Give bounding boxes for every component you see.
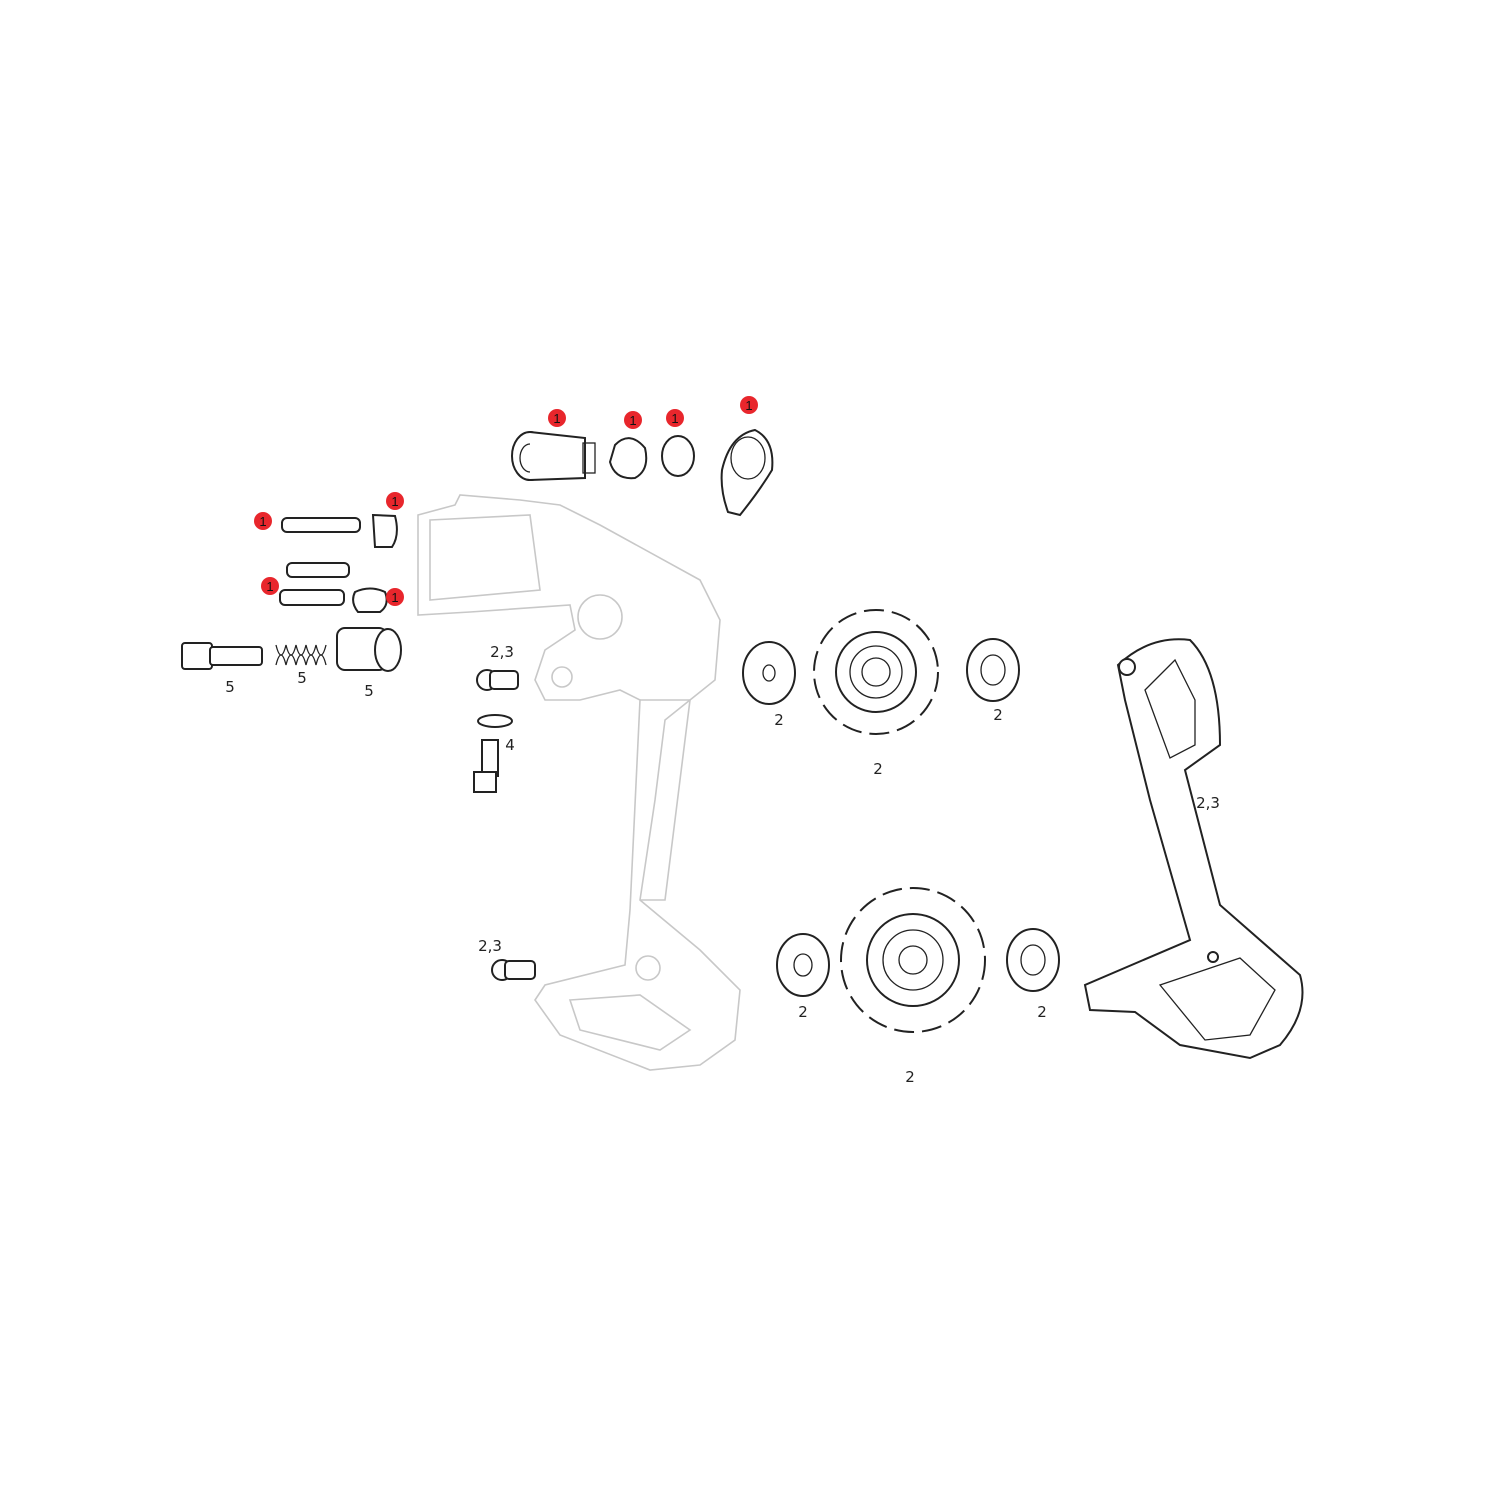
limit-screw: [181, 642, 263, 670]
callout-pin-low: 1: [261, 577, 279, 595]
label-lower-washer-left: 2: [798, 1003, 808, 1021]
callout-wave-washer: 1: [624, 411, 642, 429]
svg-text:1: 1: [266, 579, 273, 594]
pin-top: [281, 517, 361, 533]
callout-pin-cap: 1: [386, 492, 404, 510]
snap-ring: [661, 435, 695, 477]
svg-text:1: 1: [671, 411, 678, 426]
label-inner-cage: 2,3: [1196, 794, 1220, 812]
lower-washer-left: [776, 933, 830, 997]
lower-washer-right: [1006, 928, 1060, 992]
pin-cap-double: [352, 587, 388, 613]
callout-pin-top: 1: [254, 512, 272, 530]
label-upper-washer-left: 2: [774, 711, 784, 729]
callout-snap-ring: 1: [666, 409, 684, 427]
lower-pulley: [840, 887, 986, 1033]
svg-text:1: 1: [745, 398, 752, 413]
upper-pulley: [813, 609, 939, 735]
b-tension-spring: [720, 428, 774, 517]
svg-text:1: 1: [391, 590, 398, 605]
svg-text:1: 1: [391, 494, 398, 509]
bolt-upper: [476, 669, 519, 691]
callout-pin-cap-double: 1: [386, 588, 404, 606]
derailleur-body-ghost: [417, 494, 741, 1071]
bolt-lower: [491, 959, 536, 981]
spring: [275, 644, 327, 666]
label-barrel-adjuster: 5: [364, 682, 374, 700]
barrel-adjuster: [336, 627, 402, 672]
label-lower-pulley: 2: [905, 1068, 915, 1086]
svg-text:1: 1: [259, 514, 266, 529]
label-upper-pulley: 2: [873, 760, 883, 778]
pivot-bolt: [511, 431, 596, 481]
label-limit-screw: 5: [225, 678, 235, 696]
upper-washer-right: [966, 638, 1020, 702]
pin-mid: [286, 562, 350, 578]
pin-low: [279, 589, 345, 606]
washer: [477, 714, 513, 728]
callout-b-spring: 1: [740, 396, 758, 414]
pin-cap-single: [371, 513, 398, 548]
inner-cage-plate: [1083, 638, 1304, 1060]
label-lower-washer-right: 2: [1037, 1003, 1047, 1021]
label-bolt-lower: 2,3: [478, 937, 502, 955]
label-spring: 5: [297, 669, 307, 687]
upper-washer-left: [742, 641, 796, 705]
label-upper-washer-right: 2: [993, 706, 1003, 724]
svg-text:1: 1: [629, 413, 636, 428]
svg-text:1: 1: [553, 411, 560, 426]
label-bolt-upper: 2,3: [490, 643, 514, 661]
callout-pivot-bolt: 1: [548, 409, 566, 427]
mount-bolt: [473, 739, 499, 793]
wave-washer: [608, 437, 648, 480]
label-washer: 4: [505, 736, 515, 754]
